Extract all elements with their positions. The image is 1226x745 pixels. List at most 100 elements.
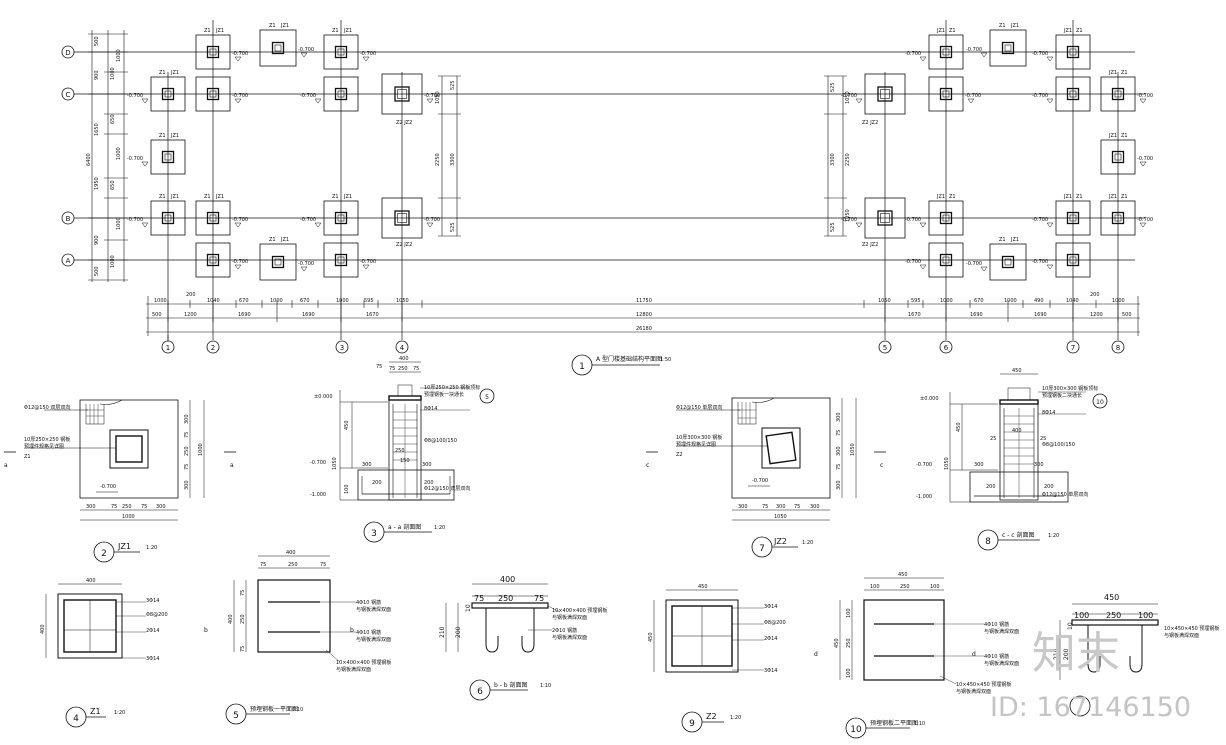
dim: 100 <box>1074 611 1089 620</box>
pad-label: JZ1 <box>170 194 179 200</box>
elevation-marker <box>314 222 322 228</box>
pad-label: JZ1 <box>343 194 352 200</box>
dim: 300 <box>974 462 984 468</box>
watermark: 知末 ID: 167146150 <box>990 628 1191 723</box>
footing-outline <box>989 29 1027 67</box>
section-mark-b: b <box>204 627 208 634</box>
column-core <box>209 256 217 264</box>
z1-note: 2Φ14 <box>146 628 159 634</box>
dim: 1000 <box>116 49 122 62</box>
dim: 75 <box>141 504 147 510</box>
column-core <box>1069 48 1077 56</box>
detail-scale: 1:20 <box>1048 533 1059 539</box>
pad-label: Z1 <box>949 194 956 200</box>
aa-ref-circle: 5 <box>485 394 489 401</box>
axis-label-7: 7 <box>1071 344 1075 352</box>
plan-index: 1 <box>579 362 585 372</box>
plate1-note: 与钢板满焊双面 <box>356 606 391 613</box>
elevation-marker <box>1046 222 1054 228</box>
inner-dim-text: 1050 2250 3300 525 525 525 1050 2250 330… <box>435 80 851 232</box>
dim: 10 <box>465 604 472 612</box>
dim: 525 <box>450 222 456 232</box>
dim: 12800 <box>636 312 652 318</box>
footing-outline <box>259 29 297 67</box>
detail-scale: 1:10 <box>540 683 551 689</box>
cc-ref-circle: 10 <box>1096 399 1104 406</box>
dim: 200 <box>986 484 996 490</box>
pad-elevation: -0.700 <box>1137 156 1153 162</box>
elevation-marker <box>919 222 927 228</box>
plate2-note: 10×450×450 预埋钢板 <box>956 681 1011 688</box>
section-mark-d: d <box>814 651 818 658</box>
pad-elevation: -0.700 <box>966 261 982 267</box>
pad-label: Z1 <box>1121 133 1128 139</box>
elevation-marker <box>141 161 149 167</box>
column-outline <box>939 45 953 59</box>
column-core <box>1004 258 1012 266</box>
pad-label: JZ1 <box>215 194 224 200</box>
dim: 75 <box>836 464 842 470</box>
elevation-marker <box>980 266 988 272</box>
pad-elevation: -0.700 <box>1137 93 1153 99</box>
dim: 400 <box>1012 428 1022 434</box>
plan-scale: 1:50 <box>660 357 671 363</box>
cc-note3: 8Φ14 <box>1042 410 1055 416</box>
dim: 1000 <box>1112 298 1125 304</box>
column-outline <box>206 87 220 101</box>
pad-label: JZ1 <box>1063 28 1072 34</box>
dim: 1050 <box>944 457 950 470</box>
dim: 450 <box>698 584 708 590</box>
column-outline <box>161 211 175 225</box>
elevation-marker <box>234 264 242 270</box>
bb-note: 与钢板满焊双面 <box>552 634 587 641</box>
axis-label: D <box>65 49 70 57</box>
pad-elevation: -0.700 <box>1032 259 1048 265</box>
column-outline <box>334 45 348 59</box>
column-core <box>1069 256 1077 264</box>
jz1-elev: -0.700 <box>100 484 116 490</box>
dim: 450 <box>344 420 350 430</box>
pad-elevation: -0.700 <box>841 93 857 99</box>
cc-elev1: -0.700 <box>916 462 932 468</box>
aa-note1: 10厚250×250 钢板顶标 <box>424 384 480 391</box>
dim: 400 <box>86 578 96 584</box>
dim: 75 <box>389 366 395 372</box>
pad-label: JZ1 <box>215 28 224 34</box>
aa-elev0: ±0.000 <box>314 394 333 400</box>
column-outline <box>1001 41 1015 55</box>
column-core <box>1114 90 1122 98</box>
section-mark-c-left: c <box>646 462 649 469</box>
column-outline <box>939 87 953 101</box>
column-core <box>164 90 172 98</box>
detail-index: 7 <box>759 544 765 554</box>
dim: 250 <box>288 562 298 568</box>
detail-name: Z1 <box>90 707 101 716</box>
elevation-marker <box>1046 56 1054 62</box>
dim-total: 1050 <box>774 514 787 520</box>
pad-label: Z1 <box>332 28 339 34</box>
dim: 25 <box>1040 436 1046 442</box>
elevation-marker <box>919 264 927 270</box>
dim: 200 <box>1090 292 1100 298</box>
footing-outline <box>323 76 359 112</box>
footing-outline <box>989 243 1027 281</box>
detail-index: 8 <box>985 537 991 547</box>
aa-elev1: -0.700 <box>310 460 326 466</box>
dim: 300 <box>422 462 432 468</box>
dim: 500 <box>94 266 100 276</box>
column-core <box>880 89 890 99</box>
detail-name: a - a 剖面图 <box>388 523 421 531</box>
footing-pad: -0.700 <box>381 197 440 239</box>
pad-elevation: -0.700 <box>966 47 982 53</box>
column-outline <box>161 87 175 101</box>
footing-outline <box>1055 76 1091 112</box>
footing-outline <box>150 139 186 175</box>
pad-elevation: -0.700 <box>1032 51 1048 57</box>
column-core <box>397 213 407 223</box>
column-core <box>209 48 217 56</box>
dim: 670 <box>300 298 310 304</box>
